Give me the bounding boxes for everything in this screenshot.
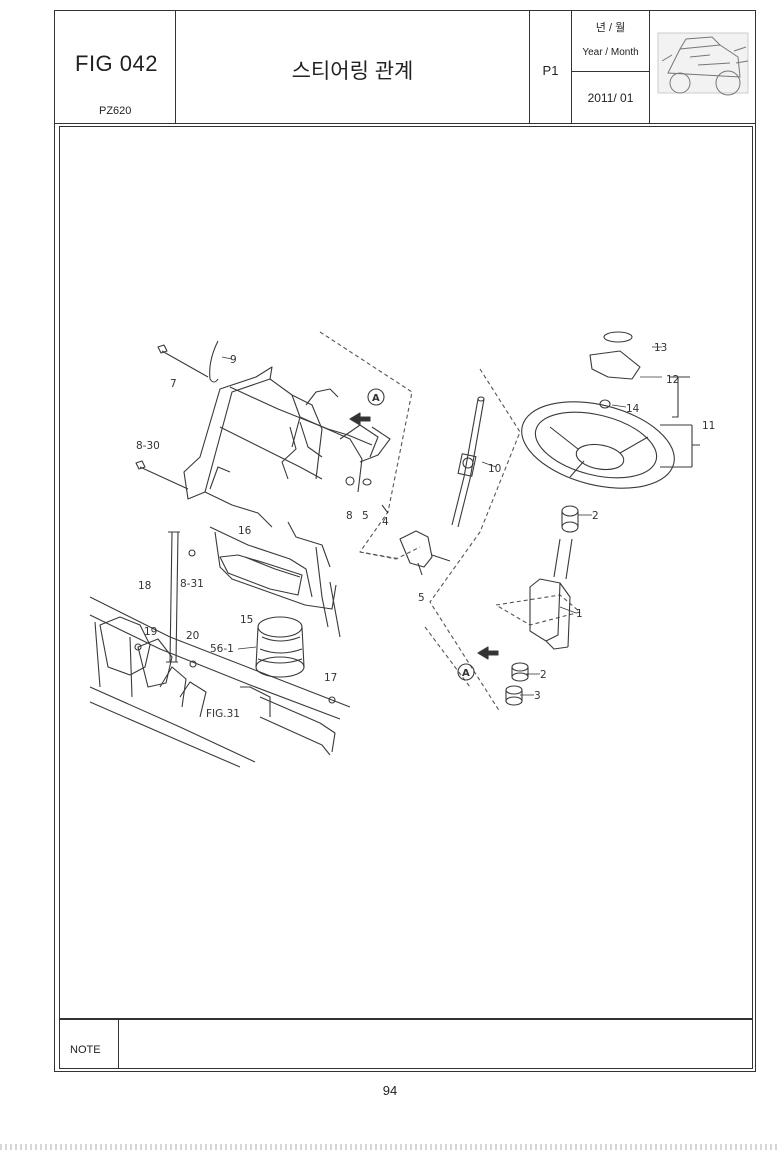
page-title: 스티어링 관계 (291, 60, 414, 83)
callout-5-bracket: 5 (418, 592, 425, 604)
date-cell: 년 / 월 Year / Month 2011/ 01 (572, 11, 650, 123)
callout-9: 9 (230, 354, 237, 366)
date-value: 2011/ 01 (587, 91, 634, 105)
title-cell: 스티어링 관계 (176, 11, 530, 123)
note-label: NOTE (70, 1044, 101, 1056)
callout-14: 14 (626, 403, 640, 415)
bushing-2-lower (511, 662, 529, 682)
callout-8: 8 (346, 510, 353, 522)
page-number: 94 (382, 1083, 398, 1098)
callout-10: 10 (488, 463, 501, 475)
figure-cell: FIG 042 PZ620 (55, 11, 176, 123)
exploded-parts-diagram: 7 9 8-30 A 8 5 4 10 16 18 8-31 15 5 56-1… (89, 331, 715, 768)
cap-12 (589, 350, 641, 380)
callout-8-30: 8-30 (136, 440, 160, 452)
bar-18 (166, 531, 180, 663)
callout-19: 19 (144, 626, 157, 638)
page-frame: FIG 042 PZ620 스티어링 관계 P1 년 / 월 Year / Mo… (54, 10, 756, 1072)
callout-a-lower: A (462, 668, 470, 679)
steering-wheel-11 (521, 401, 675, 489)
view-arrow-lower (477, 646, 499, 660)
machine-thumbnail (650, 11, 757, 123)
bolt-19 (134, 643, 142, 651)
page-label: P1 (542, 63, 559, 78)
nut-14 (599, 399, 611, 409)
callout-20: 20 (186, 630, 199, 642)
title-block: FIG 042 PZ620 스티어링 관계 P1 년 / 월 Year / Mo… (55, 11, 755, 124)
date-label-korean: 년 / 월 (595, 22, 626, 34)
callout-5-washer: 5 (362, 510, 369, 522)
cover-15 (219, 554, 303, 596)
emblem-13 (603, 331, 633, 343)
callout-7: 7 (170, 378, 177, 390)
bolt-7 (161, 350, 209, 378)
callout-fig-31: FIG.31 (206, 708, 240, 720)
diagram-area: 7 9 8-30 A 8 5 4 10 16 18 8-31 15 5 56-1… (59, 126, 753, 1019)
nut-8 (345, 476, 355, 486)
washer-5 (362, 478, 372, 486)
view-marker-a-upper (367, 388, 385, 406)
nut-20 (189, 660, 197, 668)
steering-shaft-10 (451, 396, 485, 528)
bolt-17 (328, 696, 336, 704)
callout-13: 13 (654, 342, 667, 354)
support-frame (183, 366, 391, 638)
view-marker-a-lower (457, 663, 475, 681)
cylinder-56-1 (255, 616, 305, 678)
callout-4: 4 (382, 516, 389, 528)
callout-17: 17 (324, 672, 337, 684)
model-code: PZ620 (99, 105, 132, 117)
page-label-cell: P1 (530, 11, 572, 123)
callout-1: 1 (576, 608, 583, 620)
view-arrow-upper (349, 412, 371, 426)
callout-15: 15 (240, 614, 253, 626)
callout-8-31: 8-31 (180, 578, 204, 590)
spring-pin-9 (209, 340, 219, 383)
callout-11: 11 (702, 420, 715, 432)
callout-18: 18 (138, 580, 151, 592)
note-label-cell: NOTE (60, 1020, 119, 1068)
bushing-3 (505, 685, 523, 706)
lower-frame (89, 596, 351, 768)
figure-number: FIG 042 (75, 51, 158, 76)
scan-artifact (0, 1144, 780, 1150)
callout-labels: 7 9 8-30 A 8 5 4 10 16 18 8-31 15 5 56-1… (136, 342, 715, 720)
callout-3: 3 (534, 690, 541, 702)
column-housing-1 (529, 505, 579, 650)
callout-16: 16 (238, 525, 252, 537)
nut-8-31 (188, 549, 196, 557)
callout-2-upper: 2 (592, 510, 599, 522)
date-divider (572, 71, 649, 72)
callout-56-1: 56-1 (210, 643, 234, 655)
callout-a-upper: A (372, 393, 380, 404)
bracket-5-lower (399, 530, 433, 568)
bolt-4 (381, 504, 389, 514)
callout-2-lower: 2 (540, 669, 547, 681)
tractor-sketch-icon (657, 32, 749, 96)
callout-12: 12 (666, 374, 679, 386)
note-box: NOTE (59, 1019, 753, 1069)
date-label-english: Year / Month (582, 47, 639, 58)
bolt-8-30 (139, 466, 189, 490)
